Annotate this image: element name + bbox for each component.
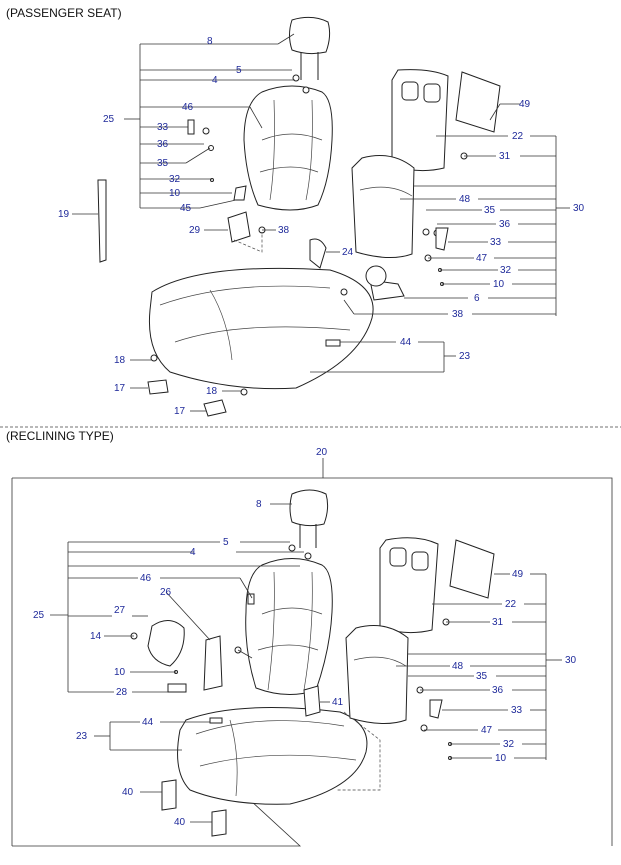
callout-28: 28	[116, 687, 128, 698]
callout-5: 5	[236, 65, 242, 76]
callout-35r: 35	[476, 671, 488, 682]
callout-10b: 10	[493, 279, 505, 290]
reclining-leader-lines	[50, 503, 562, 823]
callout-8r: 8	[256, 499, 262, 510]
callout-24: 24	[342, 247, 354, 258]
callout-30r: 30	[565, 655, 577, 666]
recliner-handle	[167, 683, 187, 693]
passenger-back-frame	[391, 69, 449, 172]
callout-26: 26	[160, 587, 172, 598]
passenger-foot-cover-a	[147, 379, 169, 395]
reclining-cushion	[177, 707, 368, 805]
callout-25: 25	[103, 114, 115, 125]
callout-30: 30	[573, 203, 585, 214]
seat-belt-buckle	[97, 179, 107, 263]
callout-5r: 5	[223, 537, 229, 548]
callout-10r: 10	[114, 667, 126, 678]
callout-31: 31	[499, 151, 511, 162]
callout-18b: 18	[206, 386, 218, 397]
callout-17b: 17	[174, 406, 186, 417]
passenger-leader-lines	[72, 33, 570, 412]
passenger-hinge-bracket	[227, 211, 251, 243]
reclining-callouts: 20 8 5 4 46 26 25 27 14 10 28 49 22 31 3…	[33, 447, 577, 828]
callout-14: 14	[90, 631, 102, 642]
callout-40b: 40	[174, 817, 186, 828]
callout-44: 44	[400, 337, 412, 348]
callout-19: 19	[58, 209, 70, 220]
callout-6: 6	[474, 293, 480, 304]
callout-32r: 32	[503, 739, 515, 750]
callout-31r: 31	[492, 617, 504, 628]
callout-33r: 33	[511, 705, 523, 716]
callout-35: 35	[157, 158, 169, 169]
callout-4r: 4	[190, 547, 196, 558]
callout-49r: 49	[512, 569, 524, 580]
callout-38b: 38	[452, 309, 464, 320]
callout-40a: 40	[122, 787, 134, 798]
callout-22: 22	[512, 131, 524, 142]
callout-20: 20	[316, 447, 328, 458]
passenger-seat-title: (PASSENGER SEAT)	[6, 6, 122, 20]
passenger-seatback	[243, 85, 333, 211]
callout-27: 27	[114, 605, 126, 616]
callout-33: 33	[157, 122, 169, 133]
callout-8: 8	[207, 36, 213, 47]
reclining-seatback	[245, 558, 333, 695]
callout-29: 29	[189, 225, 201, 236]
callout-41: 41	[332, 697, 344, 708]
passenger-foot-cover-b	[203, 399, 227, 417]
callout-38: 38	[278, 225, 290, 236]
reclining-assembly-frame	[11, 458, 613, 847]
passenger-headrest	[289, 16, 331, 80]
passenger-fasteners	[150, 74, 468, 396]
reclining-foot-cover-b	[211, 809, 227, 837]
callout-10rb: 10	[495, 753, 507, 764]
passenger-recliner-base	[365, 265, 405, 301]
reclining-type-title: (RECLINING TYPE)	[6, 429, 114, 443]
callout-47r: 47	[481, 725, 493, 736]
callout-35b: 35	[484, 205, 496, 216]
reclining-headrest	[289, 489, 329, 548]
reclining-back-panel	[449, 539, 495, 599]
callout-36r: 36	[492, 685, 504, 696]
callout-48r: 48	[452, 661, 464, 672]
callout-32: 32	[169, 174, 181, 185]
recliner-cover	[147, 620, 185, 667]
callout-23: 23	[459, 351, 471, 362]
callout-22r: 22	[505, 599, 517, 610]
callout-32b: 32	[500, 265, 512, 276]
passenger-side-cover	[309, 238, 327, 269]
callout-46: 46	[182, 102, 194, 113]
callout-10: 10	[169, 188, 181, 199]
reclining-back-frame	[379, 537, 439, 634]
passenger-back-pad	[351, 155, 415, 258]
reclining-back-pad	[345, 625, 409, 724]
reclining-fasteners	[130, 544, 452, 760]
callout-46r: 46	[140, 573, 152, 584]
callout-18a: 18	[114, 355, 126, 366]
callout-49: 49	[519, 99, 531, 110]
callout-36: 36	[157, 139, 169, 150]
passenger-back-panel	[455, 71, 501, 133]
callout-36b: 36	[499, 219, 511, 230]
passenger-cushion	[148, 267, 374, 390]
callout-47: 47	[476, 253, 488, 264]
reclining-bracket	[303, 685, 321, 717]
callout-4: 4	[212, 75, 218, 86]
callout-17a: 17	[114, 383, 126, 394]
recliner-mechanism	[203, 635, 223, 691]
reclining-foot-cover-a	[161, 779, 177, 811]
callout-44r: 44	[142, 717, 154, 728]
callout-25r: 25	[33, 610, 45, 621]
callout-48: 48	[459, 194, 471, 205]
callout-33b: 33	[490, 237, 502, 248]
callout-23r: 23	[76, 731, 88, 742]
callout-45: 45	[180, 203, 192, 214]
passenger-callouts: 8 5 4 25 46 33 36 35 32 10 45 19 29 38 2…	[58, 36, 585, 417]
